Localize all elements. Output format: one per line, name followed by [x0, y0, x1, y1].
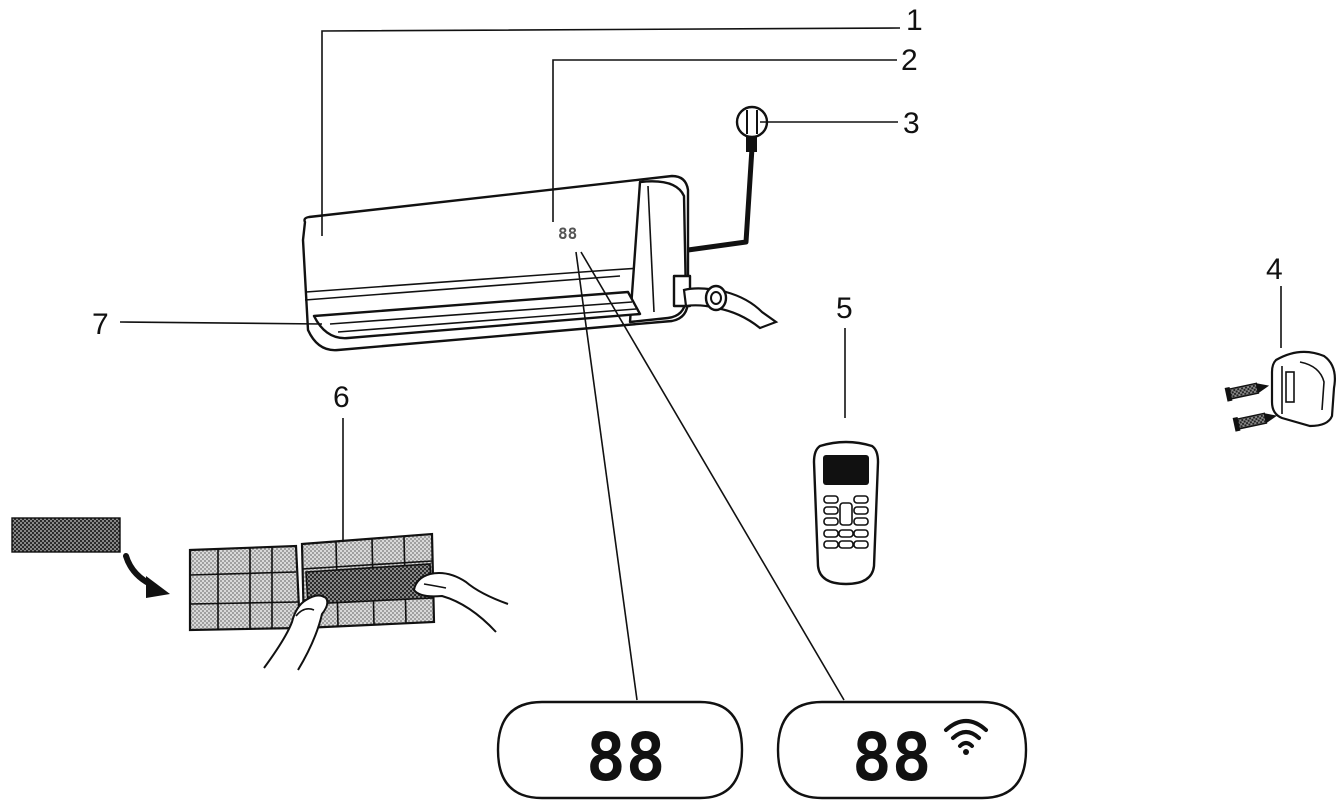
power-cord — [687, 130, 757, 253]
wifi-icon — [944, 719, 988, 755]
arrow-icon — [123, 553, 170, 598]
callout-7: 7 — [92, 308, 109, 341]
callout-4: 4 — [1266, 253, 1283, 286]
display-left-digits: 88 — [586, 719, 665, 796]
hand-icon — [263, 572, 509, 671]
leader-lines — [119, 27, 1282, 701]
remote-control-icon — [812, 440, 880, 586]
indoor-unit: 88 — [301, 174, 779, 352]
screw-icon — [1224, 382, 1278, 432]
spare-filter-strip — [11, 517, 121, 553]
display-panel-left: 88 — [496, 700, 744, 800]
display-panel-right: 88 — [776, 700, 1028, 800]
display-right-digits: 88 — [852, 719, 931, 796]
callout-3: 3 — [903, 107, 920, 140]
callout-1: 1 — [906, 4, 923, 37]
bracket-icon — [1270, 350, 1336, 428]
unit-display-text: 88 — [558, 224, 577, 243]
callout-2: 2 — [901, 44, 918, 77]
callout-6: 6 — [333, 381, 350, 414]
callout-5: 5 — [836, 292, 853, 325]
